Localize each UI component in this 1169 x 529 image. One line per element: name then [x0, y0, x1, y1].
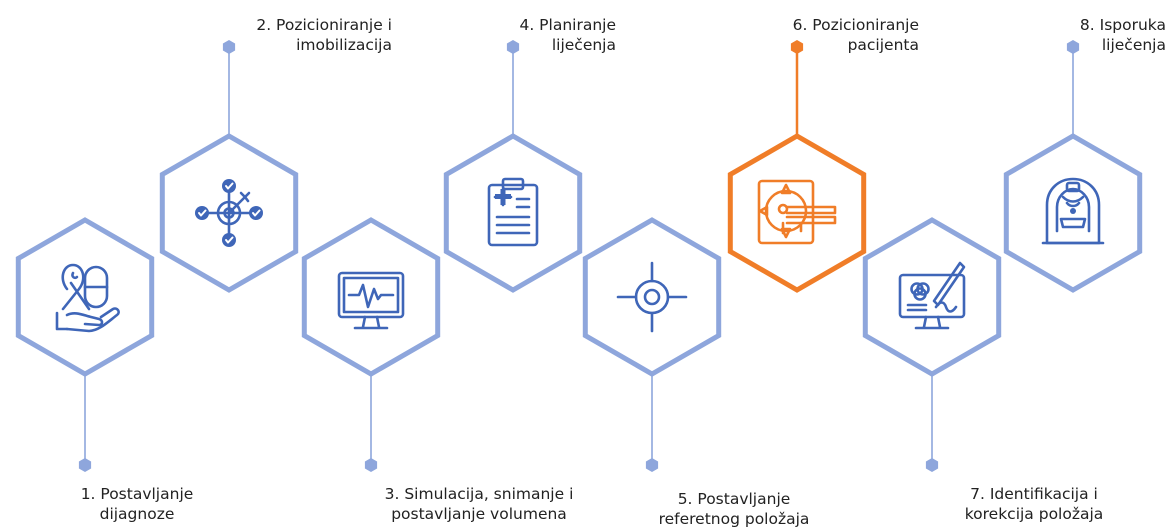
step-2-dot — [222, 40, 236, 54]
step-2-label: 2. Pozicioniranje i imobilizacija — [256, 16, 392, 54]
step-5-dot — [645, 458, 659, 472]
step-6-dot — [790, 40, 804, 54]
step-1-label: 1. Postavljanje dijagnoze — [80, 485, 194, 523]
step-4-hexagon — [443, 133, 583, 293]
step-6-label: 6. Pozicioniranje pacijenta — [792, 16, 919, 54]
step-4-dot — [506, 40, 520, 54]
step-4-label: 4. Planiranje liječenja — [519, 16, 616, 54]
step-5-hexagon — [582, 217, 722, 377]
step-8-label: 8. Isporuka liječenja — [1079, 16, 1166, 54]
step-5-label: 5. Postavljanje referetnog položaja — [658, 490, 810, 528]
step-3-dot — [364, 458, 378, 472]
step-3-label: 3. Simulacija, snimanje i postavljanje v… — [384, 485, 574, 523]
step-7-dot — [925, 458, 939, 472]
step-7-hexagon — [862, 217, 1002, 377]
step-7-label: 7. Identifikacija i korekcija položaja — [964, 485, 1104, 523]
step-1-dot — [78, 458, 92, 472]
step-8-dot — [1066, 40, 1080, 54]
